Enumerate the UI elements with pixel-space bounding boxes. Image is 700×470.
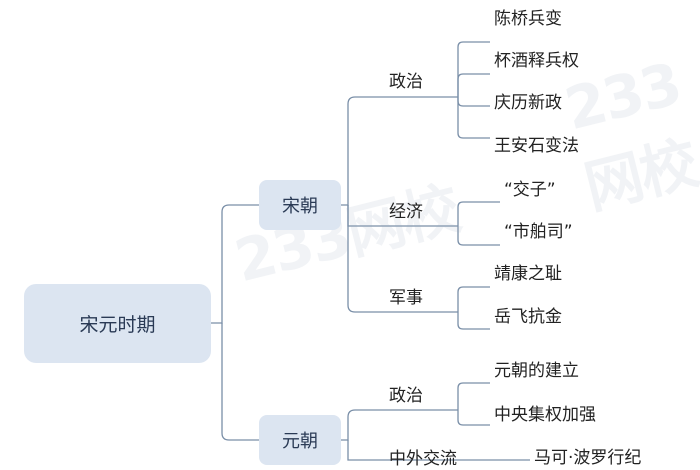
song-politics-item: 王安石变法 [494,135,579,156]
dynasty-node-song: 宋朝 [259,180,341,230]
song-politics-item: 陈桥兵变 [494,8,562,29]
yuan-politics-item: 元朝的建立 [494,360,579,381]
song-economy-label: 经济 [389,201,423,222]
song-economy-item: “市舶司” [504,221,573,242]
song-politics-label: 政治 [389,71,423,92]
song-military-label: 军事 [389,287,423,308]
yuan-politics-item: 中央集权加强 [494,404,596,425]
yuan-exchange-label: 中外交流 [389,448,457,469]
song-economy-item: “交子” [504,179,556,200]
song-military-item: 靖康之耻 [494,263,562,284]
yuan-politics-label: 政治 [389,385,423,406]
yuan-exchange-item: 马可·波罗行纪 [534,447,642,468]
song-politics-item: 庆历新政 [494,92,562,113]
song-politics-item: 杯酒释兵权 [494,50,579,71]
song-military-item: 岳飞抗金 [494,306,562,327]
dynasty-node-yuan: 元朝 [259,415,341,465]
root-node: 宋元时期 [24,284,211,363]
